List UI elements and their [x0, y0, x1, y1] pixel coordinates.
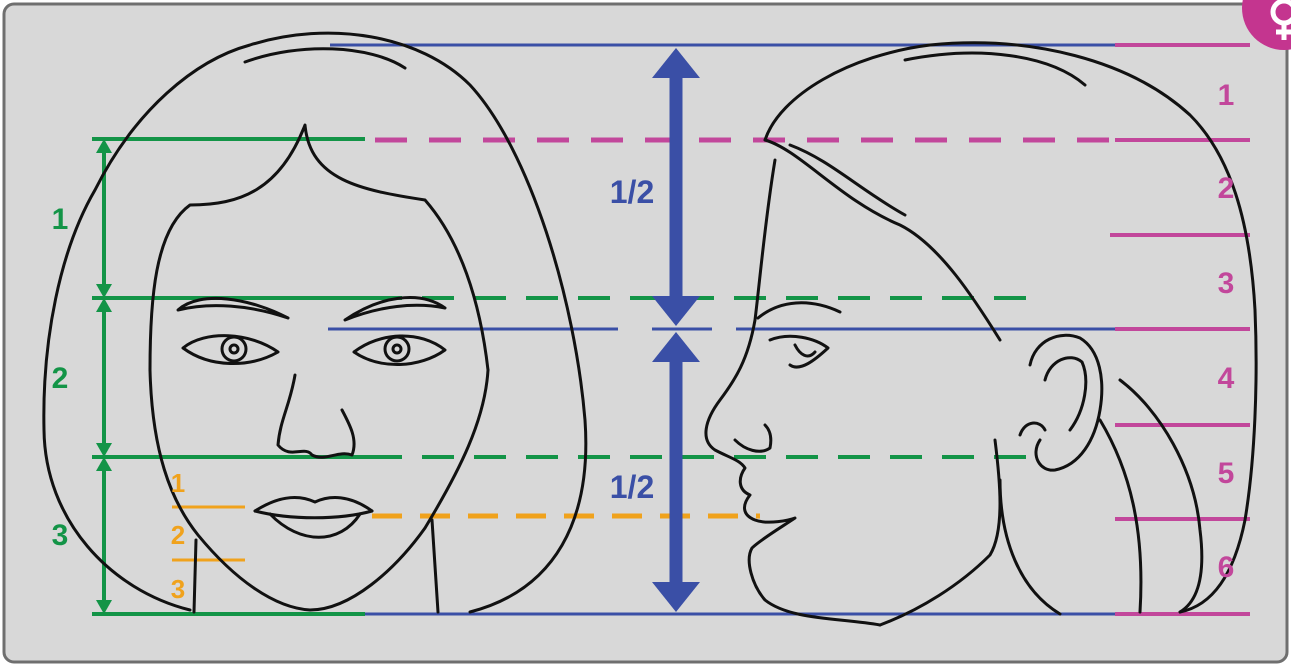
magenta-sixth-label: 3 [1218, 267, 1235, 300]
magenta-sixth-label: 1 [1218, 79, 1235, 112]
green-third-label: 3 [52, 519, 69, 552]
magenta-sixth-label: 4 [1218, 362, 1235, 395]
green-third-label: 1 [52, 203, 69, 236]
front-neck [194, 540, 196, 612]
magenta-sixth-label: 6 [1218, 551, 1235, 584]
orange-thirds-labels: 1 2 3 [171, 468, 185, 604]
orange-third-label: 1 [171, 468, 185, 498]
orange-third-label: 2 [171, 520, 185, 550]
orange-third-label: 3 [171, 574, 185, 604]
green-third-label: 2 [52, 362, 69, 395]
magenta-sixth-label: 2 [1218, 172, 1235, 205]
magenta-sixth-label: 5 [1218, 457, 1235, 490]
blue-half-label: 1/2 [610, 174, 654, 210]
blue-half-label: 1/2 [610, 469, 654, 505]
